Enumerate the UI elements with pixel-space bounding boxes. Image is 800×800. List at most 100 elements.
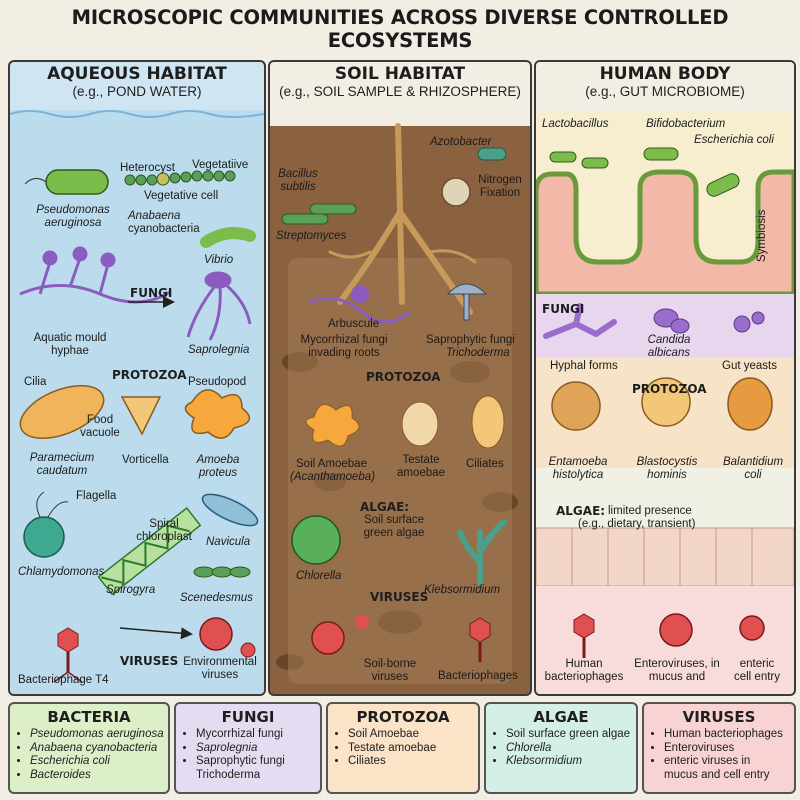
- mycorrhizal-fungi: [309, 297, 411, 324]
- soil-bacteriophage: [469, 617, 491, 662]
- bifidobacterium-rod: [643, 147, 679, 161]
- label-algae-limited: limited presence: [608, 505, 692, 517]
- legend-bacteria-title: BACTERIA: [47, 708, 131, 726]
- soil-amoeba: [305, 403, 360, 447]
- aqueous-subtitle: (e.g., POND WATER): [72, 84, 202, 99]
- soil-title: SOIL HABITAT: [334, 64, 466, 84]
- chlamydomonas-cell: [23, 491, 69, 558]
- label-ecoli: Escherichia coli: [694, 134, 774, 146]
- legend-viruses-title: VIRUSES: [682, 708, 756, 726]
- label-scenedesmus: Scenedesmus: [180, 592, 253, 604]
- legend-algae: ALGAE Soil surface green algae Chlorella…: [484, 702, 638, 794]
- legend-item: Chlorella: [506, 742, 636, 756]
- human-illustration: [536, 62, 794, 694]
- legend-item: Soil surface green algae: [506, 728, 636, 742]
- entamoeba-cell: [551, 381, 601, 431]
- aqueous-viruses-heading: VIRUSES: [120, 654, 179, 668]
- intestinal-epithelium: [536, 527, 794, 587]
- legend-item: Saprophytic fungi Trichoderma: [196, 755, 306, 782]
- legend-viruses: VIRUSES Human bacteriophages Enterovirus…: [642, 702, 796, 794]
- lactobacillus-rods: [549, 151, 609, 169]
- legend-item: Saprolegnia: [196, 742, 320, 756]
- label-candida: Candida albicans: [647, 334, 691, 359]
- label-azotobacter: Azotobacter: [430, 136, 492, 148]
- nitrogen-nodule: [441, 177, 471, 207]
- label-gut-yeasts: Gut yeasts: [722, 360, 777, 372]
- navicula-cell: [201, 493, 259, 527]
- label-aquatic-mould: Aquatic mould hyphae: [33, 332, 107, 357]
- legend-bacteria: BACTERIA Pseudomonas aeruginosa Anabaena…: [8, 702, 170, 794]
- label-vibrio: Vibrio: [204, 254, 234, 266]
- human-algae-heading: ALGAE:: [556, 504, 606, 518]
- label-hyphal-forms: Hyphal forms: [550, 360, 618, 372]
- label-amoeba: Amoeba proteus: [196, 454, 240, 479]
- legend-algae-title: ALGAE: [533, 708, 589, 726]
- gut-yeasts: [733, 311, 765, 333]
- aqueous-protozoa-heading: PROTOZOA: [112, 368, 187, 382]
- vibrio-cell: [200, 227, 256, 248]
- label-blastocystis: Blastocystis hominis: [636, 456, 698, 481]
- label-klebsormidium: Klebsormidium: [424, 584, 501, 596]
- label-bacteriophage: Bacteriophage T4: [18, 674, 109, 686]
- label-soil-amoebae: Soil Amoebae: [296, 458, 367, 470]
- label-spirogyra: Spirogyra: [106, 584, 156, 596]
- soil-algae-heading: ALGAE:: [360, 500, 410, 514]
- label-cyanobacteria: cyanobacteria: [128, 223, 200, 235]
- blastocystis-cell: [641, 377, 691, 427]
- legend-item: Testate amoebae: [348, 742, 478, 756]
- human-fungi-heading: FUNGI: [542, 302, 585, 316]
- label-bifidobacterium: Bifidobacterium: [646, 118, 726, 130]
- label-spiral-chloroplast: Spiral chloroplast: [136, 518, 192, 543]
- label-mycorrhizal: Mycorrhizal fungi invading roots: [300, 334, 388, 359]
- aqueous-fungi-heading: FUNGI: [130, 286, 173, 300]
- label-chlorella: Chlorella: [296, 570, 342, 582]
- label-saprolegnia: Saprolegnia: [188, 344, 250, 356]
- label-flagella: Flagella: [76, 490, 117, 502]
- label-ciliates: Ciliates: [466, 458, 504, 470]
- label-streptomyces: Streptomyces: [276, 230, 347, 242]
- pseudomonas-cell: [24, 169, 109, 195]
- arbuscule: [351, 285, 369, 303]
- label-pseudopod: Pseudopod: [188, 376, 247, 388]
- saprophytic-mushroom: [446, 283, 488, 321]
- label-trichoderma: Trichoderma: [446, 347, 510, 359]
- label-symbiosis: Symbiosis: [756, 209, 768, 262]
- gut-villi: [536, 169, 794, 297]
- label-anabaena: Anabaena: [128, 210, 181, 222]
- soil-protozoa-heading: PROTOZOA: [366, 370, 441, 384]
- soil-panel: SOIL HABITAT (e.g., SOIL SAMPLE & RHIZOS…: [268, 60, 532, 696]
- azotobacter-cell: [477, 147, 507, 161]
- label-testate-amoebae: Testate amoebae: [397, 454, 445, 479]
- spirogyra-filament: [97, 507, 202, 596]
- legend-item: Soil Amoebae: [348, 728, 478, 742]
- bacillus-rods: [281, 203, 357, 225]
- soil-ciliate: [471, 395, 505, 449]
- testate-amoeba: [401, 401, 439, 447]
- legend-item: Pseudomonas aeruginosa: [30, 728, 168, 742]
- legend-item: Escherichia coli: [30, 755, 168, 769]
- label-saprophytic: Saprophytic fungi: [426, 334, 515, 346]
- legend-fungi: FUNGI Mycorrhizal fungi Saprolegnia Sapr…: [174, 702, 322, 794]
- legend-item: Enteroviruses: [664, 742, 794, 756]
- aqueous-title: AQUEOUS HABITAT: [47, 64, 227, 84]
- anabaena-chain: [124, 170, 236, 186]
- human-title: HUMAN BODY: [599, 64, 731, 84]
- soil-virus: [311, 615, 369, 655]
- label-environmental-viruses: Environmental viruses: [183, 656, 257, 681]
- label-balantidium: Balantidium coli: [722, 456, 784, 481]
- legend-item: Human bacteriophages: [664, 728, 794, 742]
- label-acanthamoeba: (Acanthamoeba): [290, 471, 376, 483]
- label-cilia: Cilia: [24, 376, 47, 388]
- label-enteroviruses: Enteroviruses, in mucus and: [634, 658, 720, 683]
- aqueous-illustration: [10, 110, 264, 694]
- klebsormidium-filament: [457, 519, 507, 585]
- human-protozoa-heading: PROTOZOA: [632, 382, 707, 396]
- label-soil-algae: Soil surface green algae: [363, 514, 425, 539]
- label-vorticella: Vorticella: [122, 454, 169, 466]
- human-subtitle: (e.g., GUT MICROBIOME): [585, 84, 745, 99]
- label-algae-example: (e.g., dietary, transient): [578, 518, 696, 530]
- label-lactobacillus: Lactobacillus: [542, 118, 609, 130]
- legend-item: Anabaena cyanobacteria: [30, 742, 168, 756]
- label-pseudomonas: Pseudomonas aeruginosa: [36, 204, 110, 229]
- aqueous-panel: AQUEOUS HABITAT (e.g., POND WATER) Heter…: [8, 60, 266, 696]
